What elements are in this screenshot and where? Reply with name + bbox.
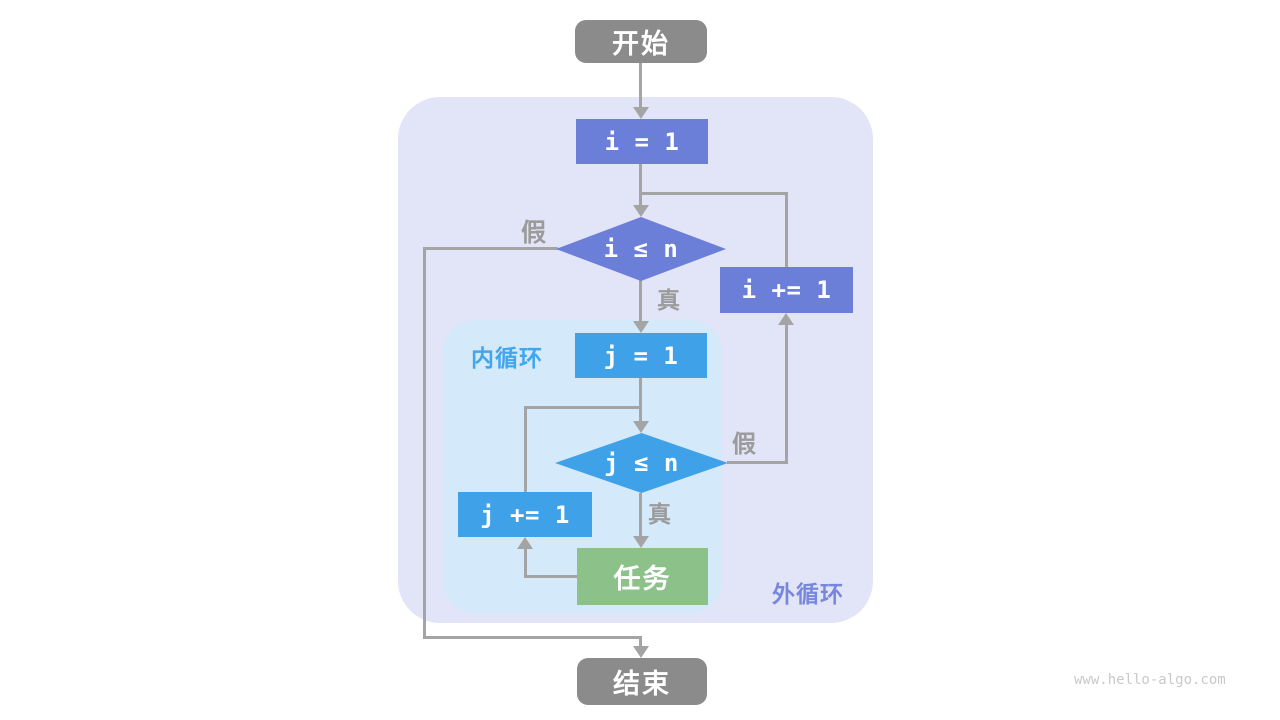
- outer-init-node: i = 1: [576, 119, 708, 164]
- edge-task-to-inner-incr-vertical: [524, 549, 527, 578]
- edge-into-end: [639, 636, 642, 647]
- edge-start-to-outer-init: [639, 63, 642, 108]
- outer-loop-label: 外循环: [772, 581, 844, 607]
- task-node: 任务: [577, 548, 708, 605]
- arrowhead-into-inner-incr: [517, 537, 533, 549]
- watermark: www.hello-algo.com: [1074, 672, 1226, 688]
- edge-inner-true-to-task: [639, 493, 642, 537]
- arrowhead-into-outer-incr: [778, 313, 794, 325]
- edge-outer-incr-return-horizontal: [639, 192, 787, 195]
- inner-increment-node: j += 1: [458, 492, 592, 537]
- edge-inner-false-horizontal: [727, 461, 787, 464]
- arrowhead-into-inner-init: [633, 321, 649, 333]
- edge-outer-init-to-outer-cond: [639, 164, 642, 206]
- edge-outer-false-vertical: [423, 247, 426, 639]
- arrowhead-into-task: [633, 536, 649, 548]
- edge-inner-false-vertical: [785, 325, 788, 464]
- arrowhead-into-outer-cond: [633, 205, 649, 217]
- edge-inner-incr-return-vertical: [524, 406, 527, 493]
- edge-outer-incr-return-vertical: [785, 192, 788, 269]
- arrowhead-into-outer-init: [633, 107, 649, 119]
- outer-true-branch-label: 真: [657, 287, 680, 313]
- inner-loop-label: 内循环: [471, 345, 543, 371]
- inner-true-branch-label: 真: [648, 501, 671, 527]
- edge-task-to-inner-incr-horizontal: [524, 575, 578, 578]
- edge-outer-false-horizontal-bottom: [423, 636, 642, 639]
- arrowhead-into-end: [633, 646, 649, 658]
- edge-outer-false-horizontal-top: [423, 247, 558, 250]
- edge-inner-init-to-inner-cond: [639, 378, 642, 422]
- inner-init-node: j = 1: [575, 333, 707, 378]
- arrowhead-into-inner-cond: [633, 421, 649, 433]
- inner-false-branch-label: 假: [732, 431, 756, 458]
- end-node: 结束: [577, 658, 707, 705]
- edge-inner-incr-return-horizontal: [524, 406, 642, 409]
- outer-increment-node: i += 1: [720, 267, 853, 313]
- edge-outer-true-to-inner-init: [639, 280, 642, 322]
- start-node: 开始: [575, 20, 707, 63]
- outer-false-branch-label: 假: [521, 219, 547, 247]
